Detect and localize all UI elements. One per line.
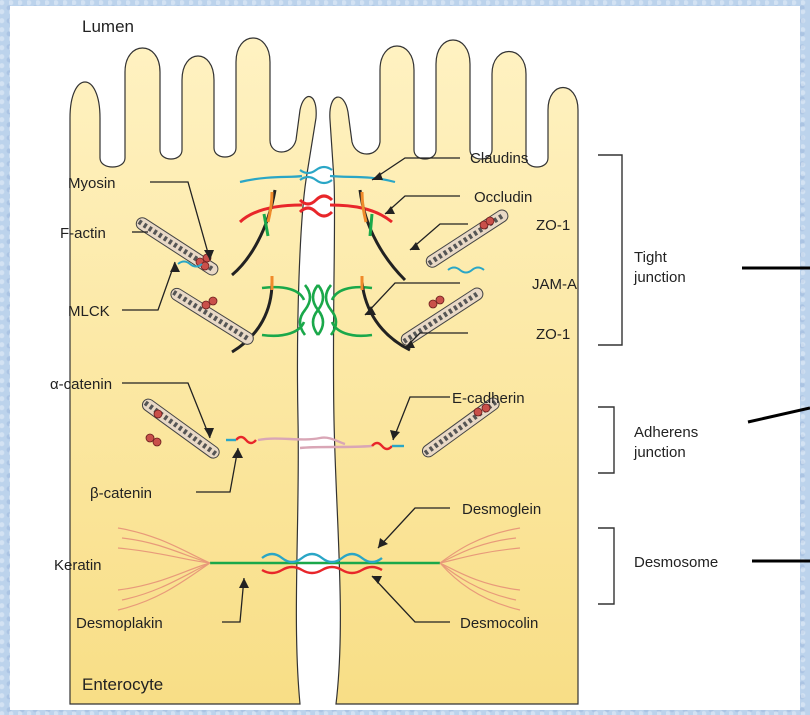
desmoplakin-label: Desmoplakin bbox=[76, 615, 163, 632]
tight-junction-label-line1: Tight bbox=[634, 249, 668, 266]
jam-a-label: JAM-A bbox=[532, 276, 577, 293]
occludin-label: Occludin bbox=[474, 189, 532, 206]
e-cadherin-label: E-cadherin bbox=[452, 390, 525, 407]
mlck-label: MLCK bbox=[68, 303, 110, 320]
keratin-label: Keratin bbox=[54, 557, 102, 574]
zo1-top-label: ZO-1 bbox=[536, 217, 570, 234]
beta-catenin-label: β-catenin bbox=[90, 485, 152, 502]
enterocyte-label: Enterocyte bbox=[82, 675, 163, 694]
adherens-junction-label-line1: Adherens bbox=[634, 424, 698, 441]
myosin-label: Myosin bbox=[68, 175, 116, 192]
desmocolin-label: Desmocolin bbox=[460, 615, 538, 632]
desmoglein-label: Desmoglein bbox=[462, 501, 541, 518]
alpha-catenin-label: α-catenin bbox=[50, 376, 112, 393]
zo1-bottom-label: ZO-1 bbox=[536, 326, 570, 343]
tight-junction-label-line2: junction bbox=[633, 269, 686, 286]
desmosome-label: Desmosome bbox=[634, 554, 718, 571]
lumen-label: Lumen bbox=[82, 17, 134, 36]
adherens-junction-label-line2: junction bbox=[633, 444, 686, 461]
f-actin-label: F-actin bbox=[60, 225, 106, 242]
claudins-label: Claudins bbox=[470, 150, 528, 167]
